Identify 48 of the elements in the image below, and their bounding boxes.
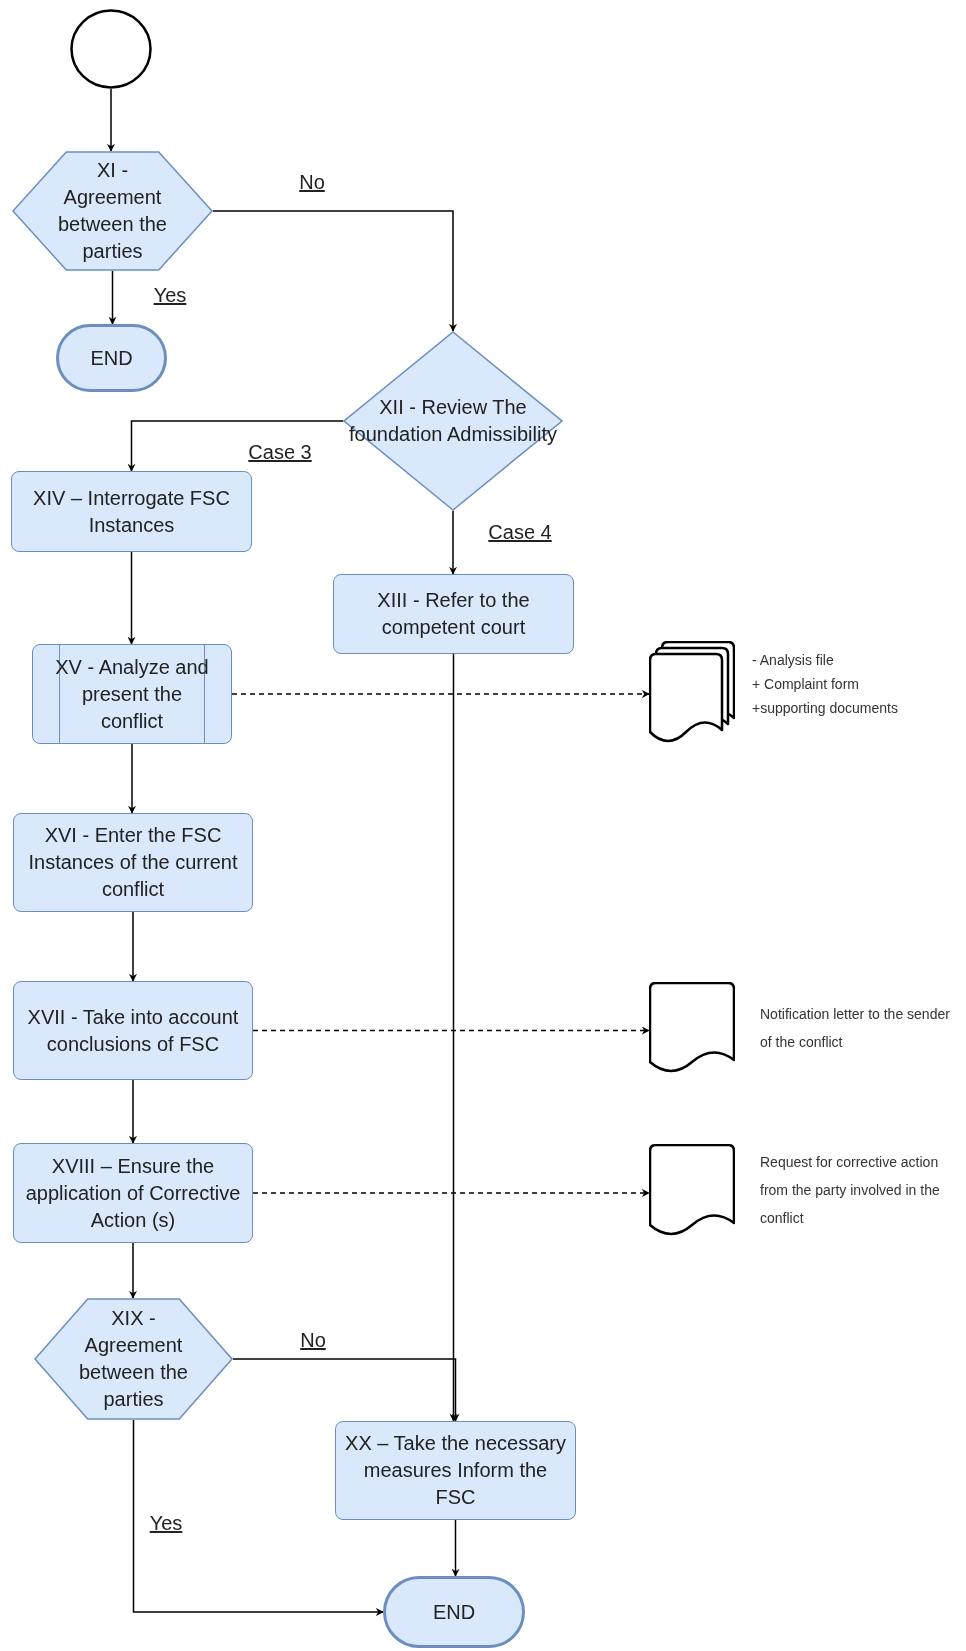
- decision-diamond: [343, 331, 563, 511]
- process-box: [333, 574, 574, 654]
- arrow: [127, 551, 136, 645]
- document-caption: + Complaint form: [752, 675, 860, 694]
- node-text: XVI - Enter the FSC Instances of the current conflict: [27, 823, 239, 902]
- document-shape: [649, 982, 735, 1075]
- document-caption: Request for corrective action from the party involved in the conflict: [760, 1153, 941, 1228]
- decision-hexagon: [12, 151, 213, 271]
- arrow: [127, 420, 344, 472]
- arrow: [451, 1519, 460, 1577]
- document-caption: - Analysis file: [752, 651, 835, 670]
- node-text: XIV – Interrogate FSC Instances: [32, 485, 231, 538]
- arrow: [129, 911, 137, 982]
- node-text: XVII - Take into account conclusions of FSC: [26, 1004, 240, 1057]
- document-caption: Notification letter to the sender of the conflict: [760, 1005, 951, 1052]
- node-text: XII - Review The foundation Admissibility: [349, 395, 557, 447]
- arrow: [108, 270, 117, 325]
- arrow: [129, 1079, 137, 1144]
- node-text: XX – Take the necessary measures Inform the FSC: [344, 1431, 567, 1510]
- arrow: [129, 1242, 137, 1299]
- arrow: [449, 653, 458, 1422]
- arrow: [232, 1358, 460, 1422]
- node-text: END: [432, 1599, 476, 1625]
- document-caption: +supporting documents: [752, 699, 899, 718]
- process-box: [335, 1421, 576, 1520]
- node-text: XV - Analyze and present the conflict: [54, 654, 210, 734]
- process-box: [13, 981, 253, 1080]
- node-text: XVIII – Ensure the application of Corrective Action (s): [24, 1153, 242, 1233]
- document-shape: [649, 1144, 735, 1238]
- node-text: XI - Agreement between the parties: [57, 158, 168, 264]
- node-text: END: [90, 345, 133, 371]
- node-text: XIII - Refer to the competent court: [376, 588, 531, 640]
- arrow: [132, 1419, 384, 1616]
- dashed-arrow: [252, 1026, 650, 1035]
- subprocess-box: [32, 644, 232, 744]
- arrow: [128, 743, 136, 814]
- process-box: [11, 471, 252, 552]
- multi-document-shape: [649, 641, 735, 745]
- dashed-arrow: [231, 690, 650, 698]
- arrow: [212, 210, 457, 332]
- process-box: [13, 813, 253, 912]
- decision-hexagon: [34, 1298, 233, 1420]
- node-text: XIX - Agreement between the parties: [78, 1306, 189, 1412]
- process-box: [13, 1143, 253, 1243]
- start-circle: [70, 9, 152, 89]
- arrow: [449, 510, 457, 575]
- arrow: [107, 88, 115, 152]
- dashed-arrow: [252, 1189, 650, 1197]
